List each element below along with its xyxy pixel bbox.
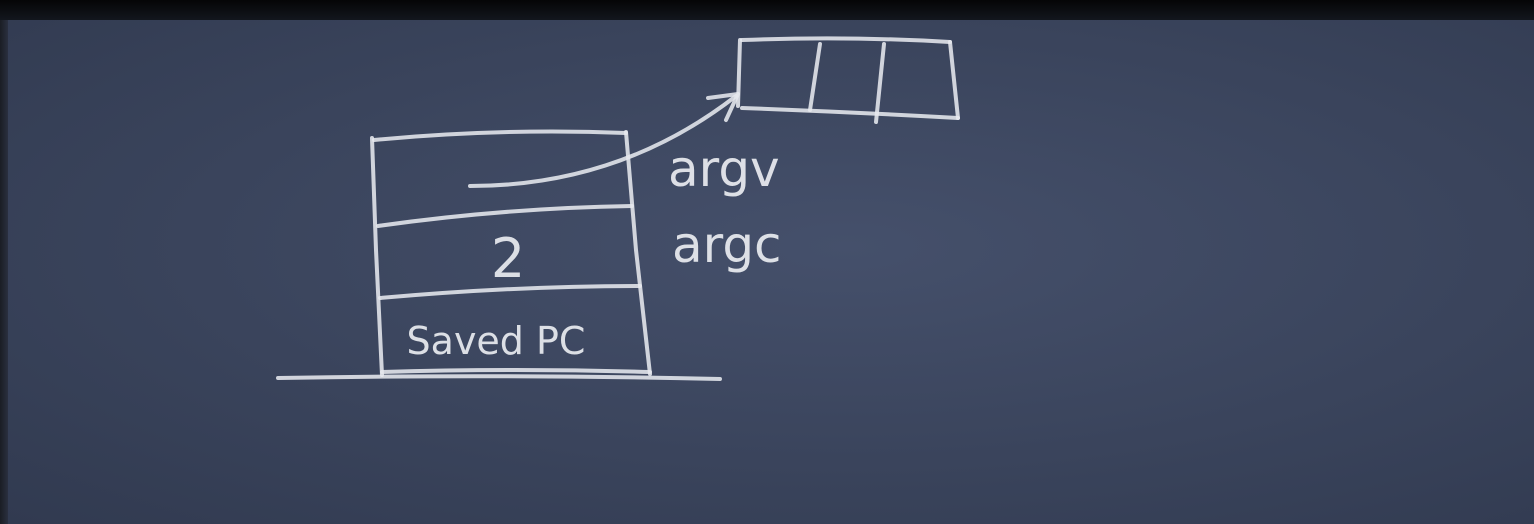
argc-label: argc — [672, 216, 782, 274]
argc-value: 2 — [491, 227, 525, 290]
argv-pointer-arrow — [468, 94, 738, 188]
argv-array-divider-2 — [874, 42, 886, 124]
saved-pc-label: Saved PC — [407, 319, 586, 363]
argv-array-divider-1 — [808, 42, 822, 112]
argv-label: argv — [668, 140, 780, 198]
blackboard — [8, 20, 1534, 524]
stack-frame-top-line — [372, 129, 628, 142]
stack-frame — [370, 129, 652, 377]
stack-divider-argc-savedpc — [378, 284, 642, 300]
stack-frame-bottom-line — [380, 368, 652, 374]
argv-array-right — [948, 40, 960, 120]
stack-frame-left-side — [370, 136, 384, 377]
argv-array-left — [736, 38, 742, 108]
argv-array — [736, 36, 960, 124]
stack-base-line — [276, 374, 722, 381]
argv-array-bottom — [740, 106, 960, 120]
board-left-edge — [0, 20, 10, 524]
top-shadow-band — [0, 0, 1534, 22]
stack-divider-argv-argc — [376, 204, 634, 228]
stack-frame-right-side — [624, 130, 652, 376]
argv-array-top — [740, 36, 952, 44]
